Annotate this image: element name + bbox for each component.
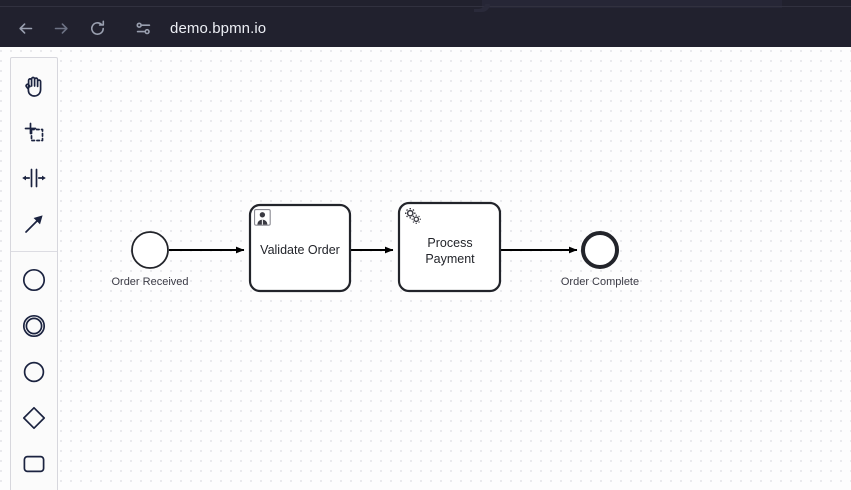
forward-button[interactable] — [46, 13, 76, 43]
end-event-circle — [581, 231, 619, 269]
service-task-icon — [405, 208, 421, 224]
user-task-icon — [254, 209, 271, 226]
task-label-process-payment-line1: Process — [427, 236, 472, 250]
service-task-process-payment[interactable]: Process Payment — [397, 201, 502, 293]
tune-sliders-icon — [135, 21, 150, 34]
palette-space-tool[interactable] — [11, 155, 57, 201]
arrow-left-icon — [18, 22, 32, 34]
bpmn-palette — [10, 57, 58, 490]
palette-create-task[interactable] — [11, 441, 57, 487]
hand-icon — [25, 76, 42, 97]
browser-chrome: demo.bpmn.io — [0, 0, 851, 47]
task-rect — [248, 203, 352, 293]
arrow-right-icon — [54, 22, 68, 34]
end-event-order-complete[interactable]: Order Complete — [561, 231, 639, 288]
circle-thin-icon — [22, 268, 46, 292]
palette-global-connect-tool[interactable] — [11, 201, 57, 247]
double-circle-icon — [22, 314, 46, 338]
reload-button[interactable] — [82, 13, 112, 43]
tabstrip-divider — [0, 6, 851, 7]
start-event-circle — [131, 231, 169, 269]
circle-thick-icon — [23, 361, 45, 383]
palette-create-end-event[interactable] — [11, 349, 57, 395]
back-button[interactable] — [10, 13, 40, 43]
user-task-validate-order[interactable]: Validate Order — [248, 203, 352, 293]
end-event-label: Order Complete — [561, 276, 639, 288]
start-event-label: Order Received — [111, 276, 188, 288]
bpmn-diagram: Order Received Validate Order — [111, 201, 639, 293]
lasso-select-icon — [24, 122, 44, 142]
space-tool-icon — [22, 168, 46, 188]
rounded-rect-icon — [23, 455, 45, 473]
browser-toolbar: demo.bpmn.io — [0, 9, 851, 47]
start-event-order-received[interactable]: Order Received — [111, 231, 189, 288]
diamond-icon — [22, 406, 46, 430]
palette-lasso-tool[interactable] — [11, 109, 57, 155]
palette-hand-tool[interactable] — [11, 63, 57, 109]
task-label-process-payment-line2: Payment — [425, 252, 475, 266]
task-label-validate-order: Validate Order — [260, 243, 340, 257]
site-settings-button[interactable] — [130, 15, 156, 41]
reload-icon — [90, 20, 104, 35]
connect-arrow-icon — [25, 215, 43, 233]
address-bar-url[interactable]: demo.bpmn.io — [170, 19, 267, 37]
palette-group-elements — [11, 251, 57, 487]
palette-group-tools — [11, 63, 57, 247]
palette-create-intermediate-event[interactable] — [11, 303, 57, 349]
tab-strip — [0, 0, 851, 9]
bpmn-canvas[interactable]: Order Received Validate Order — [0, 47, 851, 490]
task-rect — [397, 201, 502, 293]
palette-create-start-event[interactable] — [11, 257, 57, 303]
browser-tab[interactable] — [482, 0, 782, 8]
palette-create-gateway[interactable] — [11, 395, 57, 441]
